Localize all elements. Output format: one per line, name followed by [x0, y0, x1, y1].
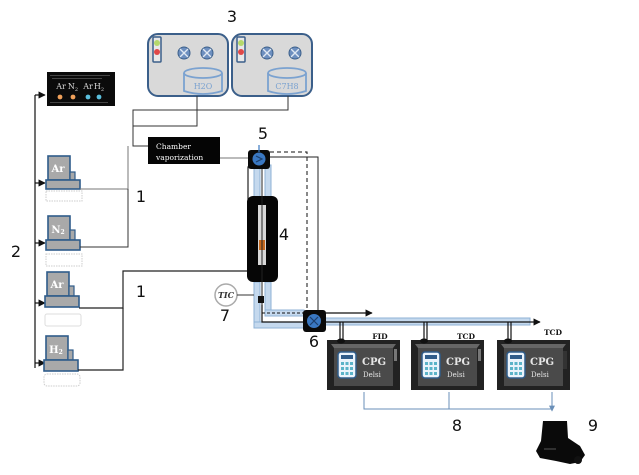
- bypass-lines: [261, 151, 319, 323]
- knob-icon: [200, 46, 214, 60]
- mfc-gas-label: H2: [49, 345, 63, 356]
- label-9: 9: [588, 416, 598, 435]
- reactor-oven: [247, 160, 278, 315]
- liquid-reservoir-icon: [183, 67, 223, 95]
- flow-gas-label: H2: [94, 82, 104, 93]
- valve-6[interactable]: [303, 310, 326, 332]
- mfc-gas-label: Ar: [49, 280, 64, 291]
- chamber-label-line1: Chamber: [156, 142, 191, 151]
- tic-label: TIC: [218, 290, 235, 300]
- valve-5[interactable]: [248, 145, 270, 169]
- status-led: [96, 94, 102, 100]
- data-acquisition-computer-icon: [536, 421, 585, 464]
- saturator-liquid-label: C7H8: [275, 82, 298, 91]
- gc-unit-tcd-1: CPG Delsi: [411, 338, 484, 390]
- gc-brand: Delsi: [531, 371, 550, 379]
- control-bus: [34, 91, 46, 368]
- knob-icon: [177, 46, 191, 60]
- data-lines: [363, 392, 555, 412]
- calculator-icon: [506, 351, 526, 379]
- flow-gas-label: Ar: [82, 82, 93, 91]
- gas-lines: [78, 146, 255, 371]
- saturator-lines: [132, 96, 289, 147]
- label-1-lower: 1: [136, 282, 146, 301]
- flow-gas-label: N2: [68, 82, 78, 93]
- gc-unit-tcd-2: CPG Delsi: [497, 338, 570, 390]
- detector-label-fid: FID: [372, 332, 388, 341]
- label-2: 2: [11, 242, 21, 261]
- label-4: 4: [279, 225, 289, 244]
- noise: [50, 75, 110, 103]
- thermocouple-tip: [258, 296, 264, 303]
- liquid-reservoir-icon: [267, 67, 307, 95]
- gc-title: CPG: [446, 357, 470, 368]
- flow-readout-display: Ar N2 Ar H2: [47, 72, 115, 106]
- detector-label-tcd-1: TCD: [457, 332, 476, 341]
- saturator-liquid-label: H2O: [194, 82, 213, 91]
- label-6: 6: [309, 332, 319, 351]
- mass-flow-controller-h2: H2: [43, 335, 81, 387]
- calculator-icon: [337, 351, 357, 379]
- mass-flow-controller-ar-2: Ar: [44, 271, 82, 327]
- reactor-tubing: [253, 164, 531, 329]
- gc-title: CPG: [530, 357, 554, 368]
- status-led: [70, 94, 76, 100]
- saturator-unit-h2o: H2O: [147, 33, 229, 97]
- label-5: 5: [258, 124, 268, 143]
- mfc-gas-label: Ar: [50, 164, 65, 175]
- label-7: 7: [220, 306, 230, 325]
- gc-unit-fid: CPG Delsi: [327, 338, 400, 390]
- saturator-unit-c7h8: C7H8: [231, 33, 313, 97]
- temperature-controller-tic: TIC: [214, 283, 254, 307]
- mass-flow-controller-ar-1: Ar: [45, 155, 83, 202]
- vaporization-chamber: Chamber vaporization: [148, 137, 220, 164]
- knob-icon: [288, 46, 302, 60]
- mfc-gas-label: N2: [51, 225, 64, 236]
- knob-icon: [260, 46, 274, 60]
- label-1-upper: 1: [136, 187, 146, 206]
- label-8: 8: [452, 416, 462, 435]
- outlet-lines: [326, 309, 541, 340]
- gc-brand: Delsi: [447, 371, 466, 379]
- gc-title: CPG: [362, 357, 386, 368]
- detector-label-tcd-2: TCD: [544, 328, 563, 337]
- mass-flow-controller-n2: N2: [45, 215, 83, 267]
- calculator-icon: [421, 351, 441, 379]
- gc-brand: Delsi: [363, 371, 382, 379]
- status-led: [85, 94, 91, 100]
- flow-gas-label: Ar: [55, 82, 66, 91]
- chamber-label-line2: vaporization: [155, 153, 203, 162]
- label-3: 3: [227, 7, 237, 26]
- status-led: [57, 94, 63, 100]
